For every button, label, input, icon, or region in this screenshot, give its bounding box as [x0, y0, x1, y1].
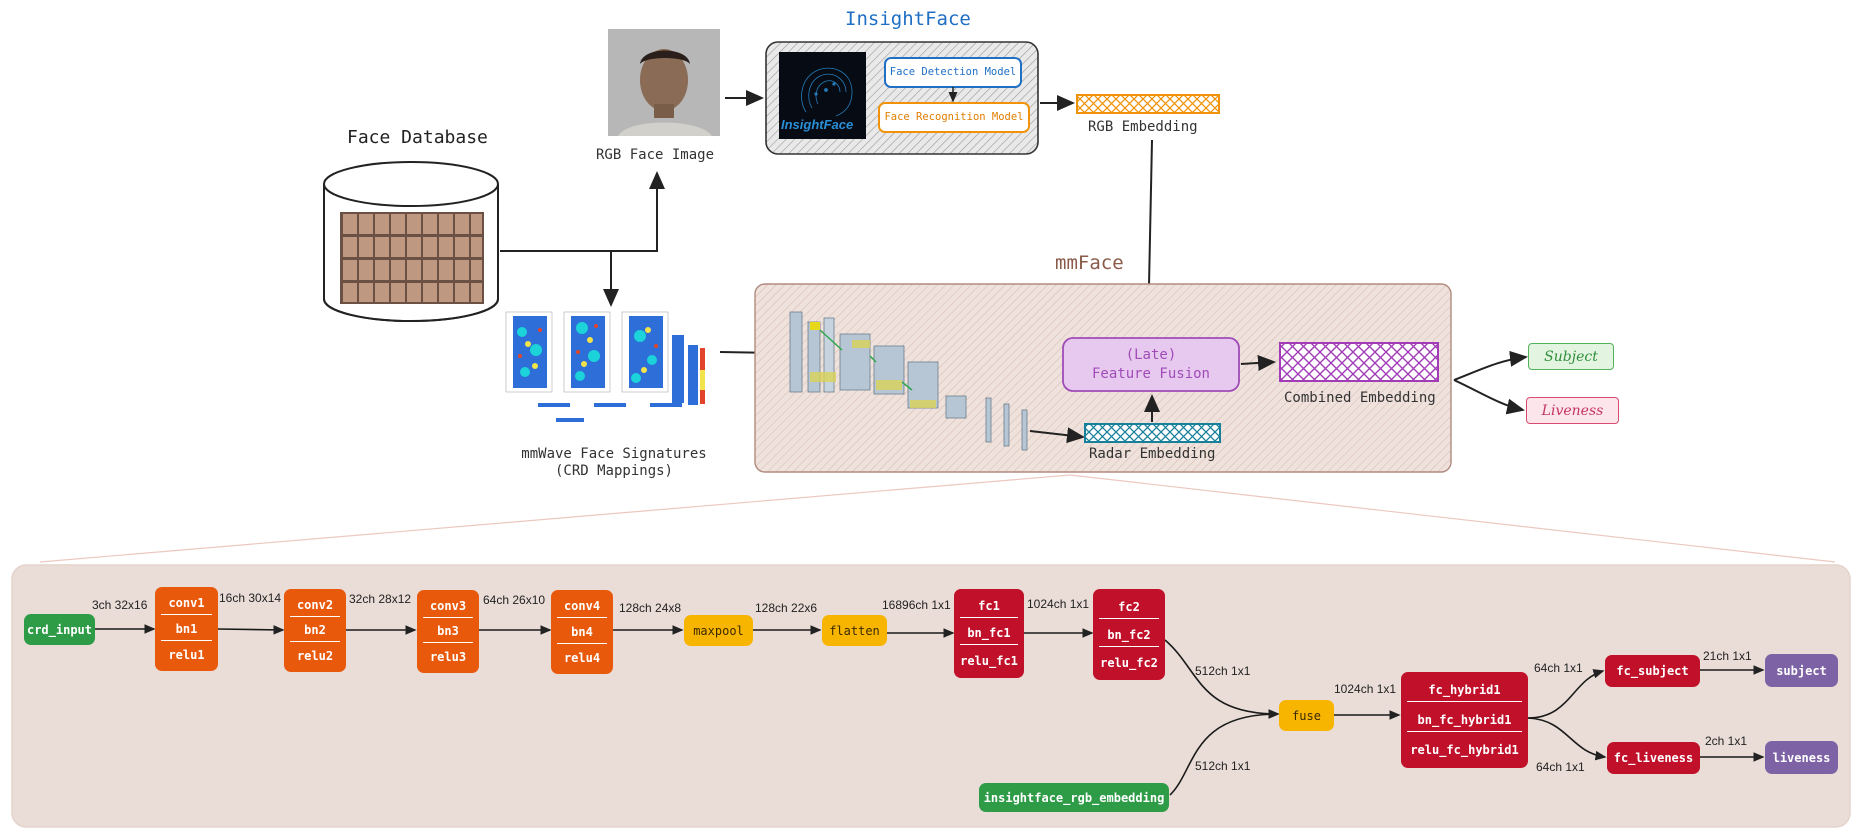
bn1-label: bn1: [161, 618, 212, 641]
conv4-block: conv4 bn4 relu4: [551, 590, 613, 674]
edge-label: 32ch 28x12: [349, 592, 412, 606]
conv1-block: conv1 bn1 relu1: [155, 587, 218, 671]
fc2-label: fc2: [1099, 596, 1159, 619]
edge-label: 1024ch 1x1: [1334, 682, 1397, 696]
conv1-label: conv1: [161, 592, 212, 616]
relu2-label: relu2: [296, 648, 334, 663]
radar-embedding-label: Radar Embedding: [1089, 446, 1216, 462]
edge-label: 512ch 1x1: [1195, 664, 1251, 678]
subject-node: subject: [1765, 654, 1838, 687]
fc2-block: fc2 bn_fc2 relu_fc2: [1093, 589, 1165, 680]
face-recognition-model: Face Recognition Model: [884, 111, 1024, 123]
mmwave-label-line1: mmWave Face Signatures: [521, 446, 707, 462]
conv3-label: conv3: [423, 595, 473, 619]
fuse-node: fuse: [1279, 700, 1334, 731]
relu-fc2-label: relu_fc2: [1100, 655, 1158, 670]
bn4-label: bn4: [557, 621, 607, 644]
edge-label: 64ch 26x10: [483, 593, 546, 607]
fusion-line2: Feature Fusion: [1091, 366, 1210, 382]
relu3-label: relu3: [429, 649, 467, 664]
bn-fc2-label: bn_fc2: [1099, 624, 1159, 647]
fc1-block: fc1 bn_fc1 relu_fc1: [954, 589, 1024, 678]
relu-fc-hybrid1-label: relu_fc_hybrid1: [1410, 742, 1519, 757]
bn2-label: bn2: [290, 619, 340, 643]
mmwave-label-line2: (CRD Mappings): [554, 463, 673, 479]
edge-label: 16ch 30x14: [219, 591, 282, 605]
edge-label: 64ch 1x1: [1534, 661, 1583, 675]
insightface-logo-text: InsightFace: [781, 117, 854, 132]
bn3-label: bn3: [423, 620, 473, 644]
face-database-label: Face Database: [347, 127, 488, 148]
crd-heatmaps: [505, 311, 705, 422]
conv3-block: conv3 bn3 relu3: [417, 590, 479, 673]
crd-input-node: crd_input: [24, 614, 95, 645]
edge-label: 21ch 1x1: [1703, 649, 1752, 663]
insightface-title: InsightFace: [845, 8, 971, 30]
fc-subject-node: fc_subject: [1605, 655, 1700, 687]
rgb-face-image-label: RGB Face Image: [596, 147, 715, 163]
flatten-node: flatten: [822, 615, 887, 646]
edge-label: 3ch 32x16: [92, 598, 148, 612]
edge-label: 128ch 24x8: [619, 601, 682, 615]
subject-output: Subject: [1528, 343, 1614, 370]
relu1-label: relu1: [168, 647, 205, 662]
bn-fc-hybrid1-label: bn_fc_hybrid1: [1407, 709, 1522, 732]
face-detection-model: Face Detection Model: [889, 66, 1017, 78]
face-thumbnails: [340, 212, 484, 304]
rgb-embedding-label: RGB Embedding: [1088, 119, 1198, 135]
mmface-title: mmFace: [1055, 252, 1124, 274]
liveness-node: liveness: [1765, 741, 1838, 774]
fc-hybrid1-label: fc_hybrid1: [1407, 679, 1522, 703]
cnn-illustration: [789, 311, 1028, 451]
fusion-line1: (Late): [1125, 347, 1177, 363]
edge-label: 16896ch 1x1: [882, 598, 951, 612]
conv4-label: conv4: [557, 595, 607, 619]
edge-label: 2ch 1x1: [1705, 734, 1748, 748]
insightface-rgb-embedding-node: insightface_rgb_embedding: [979, 783, 1169, 812]
liveness-output: Liveness: [1526, 397, 1619, 424]
conv2-block: conv2 bn2 relu2: [284, 589, 346, 672]
relu-fc1-label: relu_fc1: [960, 653, 1018, 668]
relu4-label: relu4: [563, 650, 601, 665]
fc1-label: fc1: [960, 595, 1018, 619]
edge-label: 64ch 1x1: [1536, 760, 1585, 774]
edge-label: 512ch 1x1: [1195, 759, 1251, 773]
fc-hybrid1-block: fc_hybrid1 bn_fc_hybrid1 relu_fc_hybrid1: [1401, 672, 1528, 768]
edge-label: 128ch 22x6: [755, 601, 818, 615]
bn-fc1-label: bn_fc1: [960, 622, 1018, 646]
combined-embedding-label: Combined Embedding: [1284, 390, 1436, 406]
conv2-label: conv2: [290, 594, 340, 618]
maxpool-node: maxpool: [684, 615, 753, 646]
fc-liveness-node: fc_liveness: [1607, 742, 1700, 774]
edge-label: 1024ch 1x1: [1027, 597, 1090, 611]
